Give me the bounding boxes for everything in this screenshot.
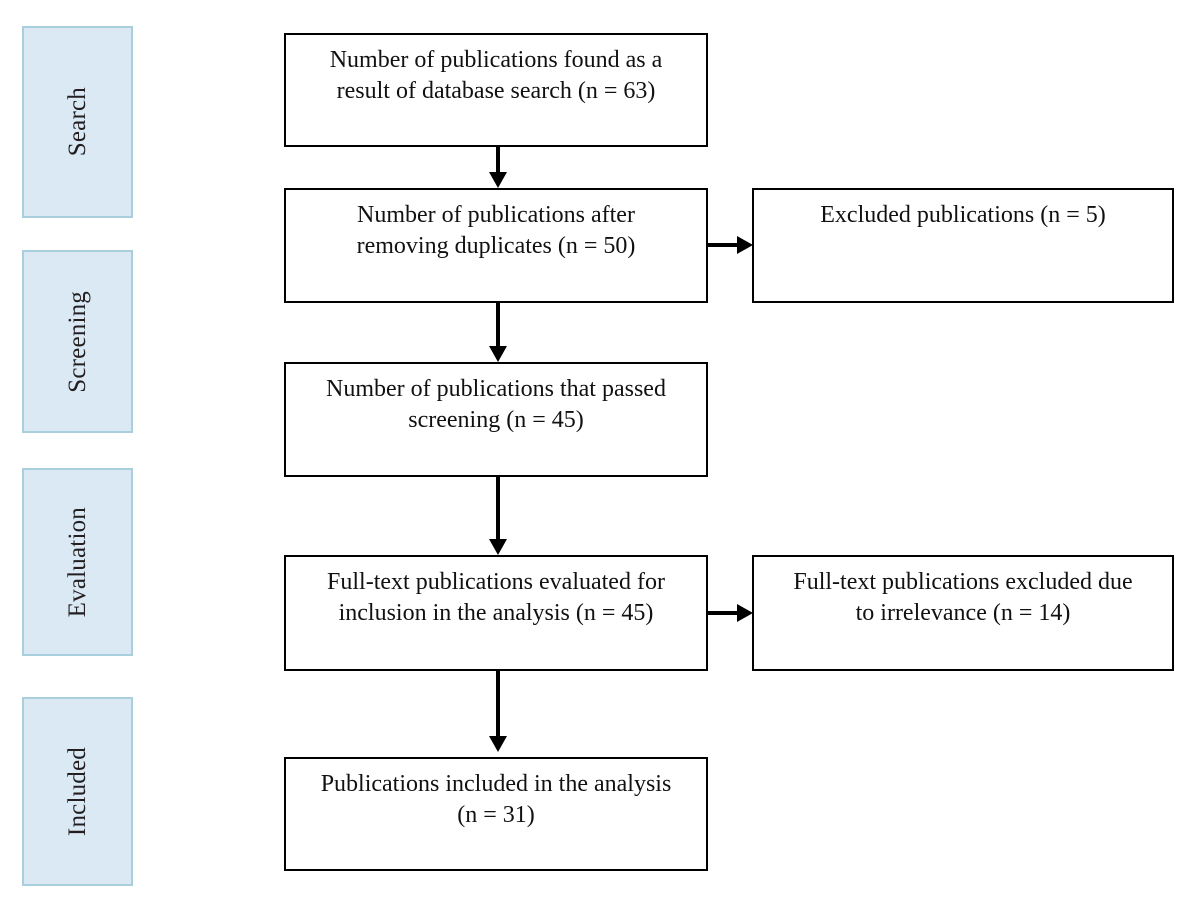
flow-box-found: Number of publications found as a result… (284, 33, 708, 147)
flow-box-fulltext-evaluated-text: Full-text publications evaluated for inc… (327, 569, 665, 627)
stage-box-included: Included (22, 697, 133, 886)
connector-fulltext-to-included (496, 671, 500, 737)
stage-label-included: Included (64, 746, 91, 837)
connector-screening-to-fulltext (496, 477, 500, 540)
stage-label-search: Search (64, 87, 91, 157)
flow-box-fulltext-evaluated: Full-text publications evaluated for inc… (284, 555, 708, 671)
flow-box-excluded-duplicates-text: Excluded publications (n = 5) (820, 202, 1106, 228)
stage-label-evaluation: Evaluation (64, 506, 91, 618)
flow-box-deduplicated: Number of publications after removing du… (284, 188, 708, 303)
connector-deduplicated-to-excluded (708, 243, 738, 247)
arrowhead-screening-to-fulltext (489, 539, 507, 555)
arrowhead-fulltext-to-excluded (737, 604, 753, 622)
flow-box-excluded-irrelevance: Full-text publications excluded due to i… (752, 555, 1174, 671)
flow-box-included-text: Publications included in the analysis (n… (320, 771, 672, 829)
connector-deduplicated-to-screening (496, 303, 500, 347)
arrowhead-deduplicated-to-screening (489, 346, 507, 362)
flow-box-excluded-duplicates: Excluded publications (n = 5) (752, 188, 1174, 303)
connector-found-to-deduplicated (496, 147, 500, 173)
flow-box-excluded-irrelevance-text: Full-text publications excluded due to i… (793, 569, 1133, 627)
flow-box-passed-screening: Number of publications that passed scree… (284, 362, 708, 477)
connector-fulltext-to-excluded (708, 611, 738, 615)
arrowhead-found-to-deduplicated (489, 172, 507, 188)
flow-box-found-text: Number of publications found as a result… (329, 47, 663, 105)
arrowhead-deduplicated-to-excluded (737, 236, 753, 254)
stage-box-evaluation: Evaluation (22, 468, 133, 656)
arrowhead-fulltext-to-included (489, 736, 507, 752)
flow-box-included: Publications included in the analysis (n… (284, 757, 708, 871)
flow-box-deduplicated-text: Number of publications after removing du… (356, 202, 636, 260)
flow-box-passed-screening-text: Number of publications that passed scree… (326, 376, 666, 434)
stage-box-search: Search (22, 26, 133, 218)
stage-label-screening: Screening (64, 290, 91, 393)
stage-box-screening: Screening (22, 250, 133, 433)
